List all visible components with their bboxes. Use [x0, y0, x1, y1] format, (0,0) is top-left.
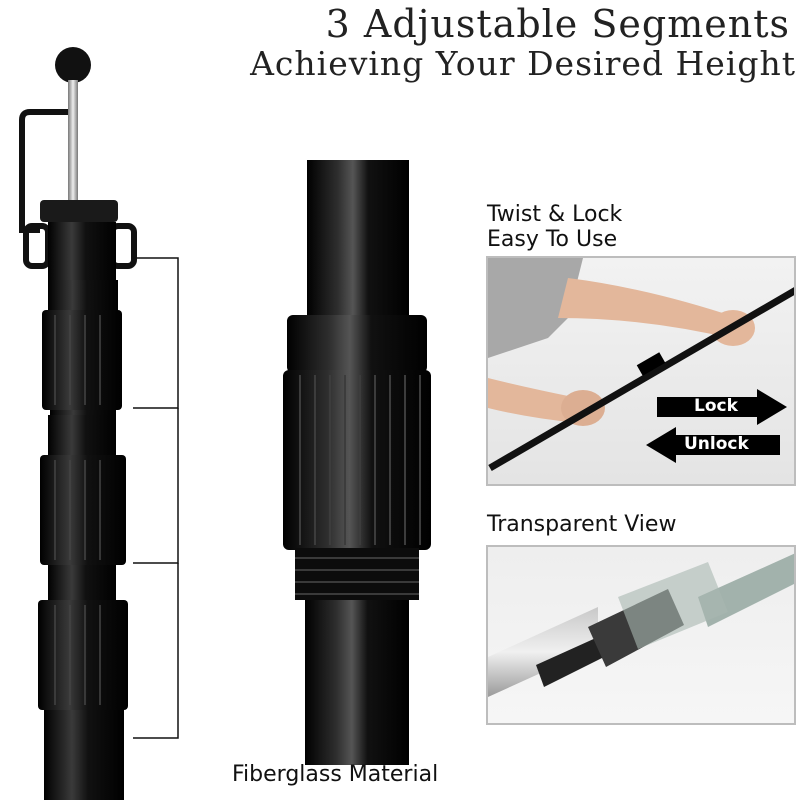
- top-knob: [55, 47, 91, 83]
- hook-bracket: [19, 109, 75, 233]
- silver-tube-lower: [488, 607, 598, 697]
- heading-line-2: Achieving Your Desired Height: [250, 44, 796, 83]
- collar-grip: [283, 370, 431, 550]
- metal-spring: [68, 80, 78, 200]
- telescopic-pole-image: [19, 47, 179, 800]
- heading-line-1: 3 Adjustable Segments: [325, 2, 790, 46]
- arm-top: [558, 278, 738, 340]
- thread-section: [295, 548, 419, 600]
- lock-collar-2: [40, 455, 126, 565]
- lock-arrow-label: Lock: [694, 396, 738, 416]
- lock-collar-1: [42, 310, 122, 410]
- arm-bottom: [488, 378, 578, 423]
- pole-in-photo: [488, 287, 794, 472]
- segment-brackets: [133, 257, 179, 739]
- inner-thread: [536, 637, 604, 687]
- top-cap: [48, 222, 116, 282]
- twist-lock-photo: [486, 256, 796, 486]
- joint-closeup-image: [283, 160, 431, 765]
- transparent-view-label: Transparent View: [487, 512, 677, 537]
- unlock-arrow-icon: [646, 427, 780, 463]
- twist-lock-label: Twist & Lock Easy To Use: [487, 202, 622, 252]
- fiberglass-material-label: Fiberglass Material: [232, 762, 439, 787]
- bottom-tube: [44, 710, 124, 800]
- lower-tube: [305, 600, 409, 765]
- twist-lock-line-1: Twist & Lock: [487, 202, 623, 227]
- twist-lock-line-2: Easy To Use: [487, 227, 618, 252]
- shirt: [488, 258, 583, 358]
- unlock-arrow-label: Unlock: [684, 434, 749, 454]
- lock-collar-3: [38, 600, 128, 710]
- transparent-view-photo: [486, 545, 796, 725]
- upper-tube: [307, 160, 409, 320]
- top-collar: [40, 200, 118, 222]
- collar-top: [287, 315, 427, 373]
- lock-arrow-icon: [657, 389, 787, 425]
- clear-collar: [618, 562, 728, 649]
